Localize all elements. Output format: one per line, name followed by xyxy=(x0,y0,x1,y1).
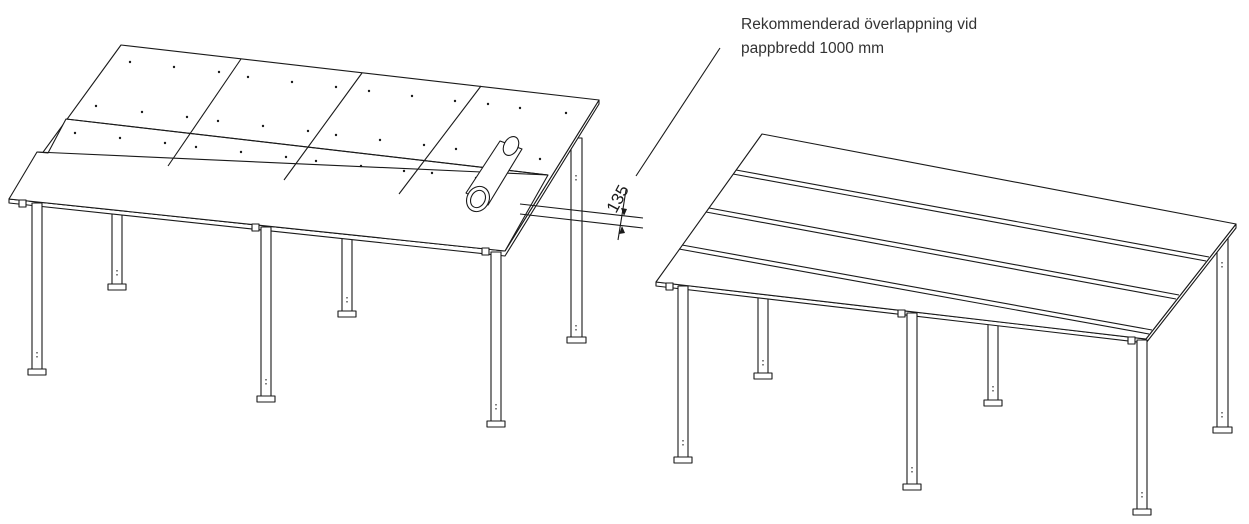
right-roof xyxy=(655,133,1237,340)
callout-line-1: Rekommenderad överlappning vid xyxy=(741,16,978,33)
felt-roll xyxy=(465,136,523,213)
left-felt-strip-back xyxy=(65,118,549,176)
left-nail-dots xyxy=(73,60,568,180)
left-front-posts xyxy=(27,202,506,428)
overlap-dimension xyxy=(519,47,721,241)
right-front-posts xyxy=(673,285,1152,516)
left-brackets xyxy=(18,199,490,256)
right-brackets xyxy=(665,282,1136,345)
left-board-seams xyxy=(36,58,549,195)
right-carport xyxy=(655,133,1237,516)
overlap-callout: Rekommenderad överlappning vid pappbredd… xyxy=(741,13,1161,61)
dimension-value: 135 xyxy=(603,182,633,216)
callout-line-2: pappbredd 1000 mm xyxy=(741,40,885,57)
right-back-posts xyxy=(753,227,1233,434)
right-felt-overlaps xyxy=(678,169,1210,335)
left-carport xyxy=(8,44,600,428)
